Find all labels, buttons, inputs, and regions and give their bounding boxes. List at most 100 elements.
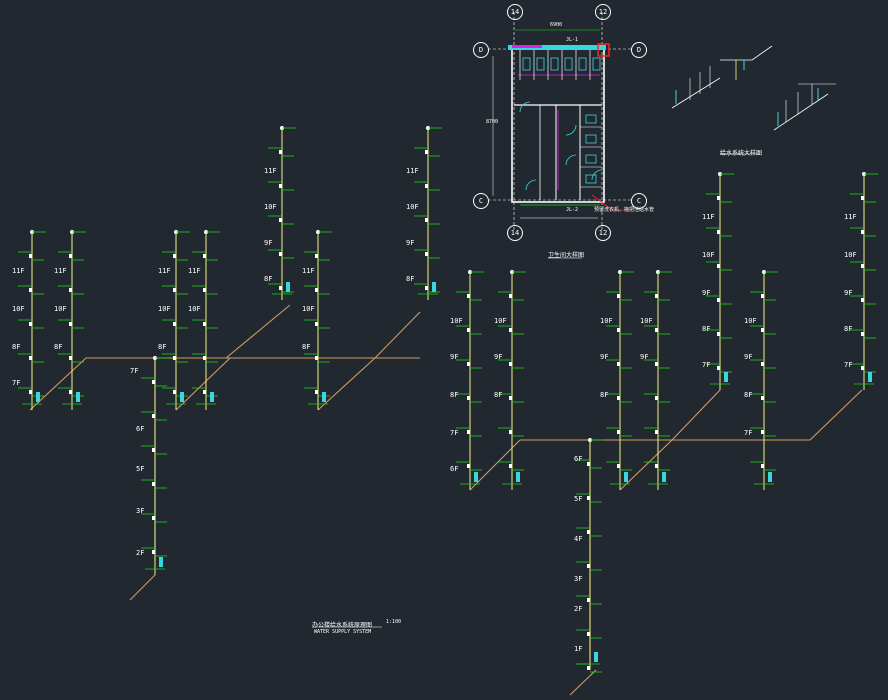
valve-symbol [425,184,428,188]
floor-label: 8F [406,275,415,283]
floor-label: 9F [744,353,753,361]
valve-symbol [761,430,764,434]
valve-symbol [152,448,155,452]
valve-symbol [761,464,764,468]
valve-symbol [761,396,764,400]
valve-symbol [587,530,590,534]
plan-red-box [597,43,610,57]
floor-label: 8F [158,343,167,351]
floor-label: 8F [12,343,21,351]
valve-symbol [587,564,590,568]
plan-toilet-icon [564,57,573,71]
valve-symbol [587,632,590,636]
valve-symbol [315,254,318,258]
water-heater-icon [724,372,728,382]
valve-symbol [29,254,32,258]
plan-toilet-icon [550,57,559,71]
valve-symbol [69,254,72,258]
valve-symbol [761,362,764,366]
floor-label: 7F [450,429,459,437]
valve-symbol [617,464,620,468]
main-pipe-segment [317,357,376,411]
floor-label: 6F [574,455,583,463]
valve-symbol [861,230,864,234]
valve-symbol [655,430,658,434]
floor-label: 8F [494,391,503,399]
valve-symbol [203,390,206,394]
valve-symbol [29,322,32,326]
valve-symbol [203,288,206,292]
valve-symbol [467,328,470,332]
valve-symbol [425,252,428,256]
valve-symbol [279,252,282,256]
valve-symbol [587,598,590,602]
valve-symbol [717,196,720,200]
floor-label: 9F [406,239,415,247]
valve-symbol [655,362,658,366]
valve-symbol [861,332,864,336]
water-heater-icon [76,392,80,402]
plan-urinal-icon [585,114,597,124]
valve-symbol [279,150,282,154]
drawing-subtitle: WATER SUPPLY SYSTEM [314,629,372,635]
valve-symbol [279,286,282,290]
valve-symbol [152,516,155,520]
valve-symbol [509,396,512,400]
floor-label: 6F [136,425,145,433]
main-pipe-segment [29,357,87,411]
plan-supply-bar [508,45,606,50]
floor-label: 9F [494,353,503,361]
valve-symbol [173,254,176,258]
water-heater-icon [180,392,184,402]
floor-label: 10F [158,305,171,313]
floor-label: 9F [640,353,649,361]
main-pipe-segment [809,389,863,441]
water-heater-icon [624,472,628,482]
valve-symbol [203,322,206,326]
valve-symbol [69,322,72,326]
axis-bubble-C-right: C [631,193,647,209]
valve-symbol [617,294,620,298]
floor-label: 9F [450,353,459,361]
floor-label: 11F [702,213,715,221]
valve-symbol [279,184,282,188]
floor-label: 7F [702,361,711,369]
valve-symbol [655,294,658,298]
floor-label: 8F [302,343,311,351]
floor-label: 10F [744,317,757,325]
drawing-scale: 1:100 [386,619,402,625]
valve-symbol [861,264,864,268]
floor-label: 8F [450,391,459,399]
valve-symbol [173,356,176,360]
floor-label: 10F [264,203,277,211]
axis-bubble-12-top: 12 [595,4,611,20]
axis-bubble-12-bottom: 12 [595,225,611,241]
axis-bubble-14-top: 14 [507,4,523,20]
floor-label: 3F [574,575,583,583]
plan-urinal-icon [585,134,597,144]
water-heater-icon [868,372,872,382]
water-heater-icon [516,472,520,482]
floor-label: 10F [406,203,419,211]
valve-symbol [152,550,155,554]
water-heater-icon [474,472,478,482]
valve-symbol [467,430,470,434]
floor-label: 11F [12,267,25,275]
floor-label: 11F [264,167,277,175]
valve-symbol [617,430,620,434]
plan-urinal-icon [585,174,597,184]
floor-label: 8F [54,343,63,351]
plan-title: 卫生间大样图 [548,252,585,259]
water-heater-icon [286,282,290,292]
valve-symbol [467,294,470,298]
valve-symbol [69,390,72,394]
plan-jl2-label: JL-2 [566,207,579,213]
floor-label: 6F [450,465,459,473]
floor-label: 7F [130,367,139,375]
floor-label: 10F [302,305,315,313]
plan-jl1-label: JL-1 [566,37,579,43]
valve-symbol [279,218,282,222]
valve-symbol [617,362,620,366]
valve-symbol [173,288,176,292]
